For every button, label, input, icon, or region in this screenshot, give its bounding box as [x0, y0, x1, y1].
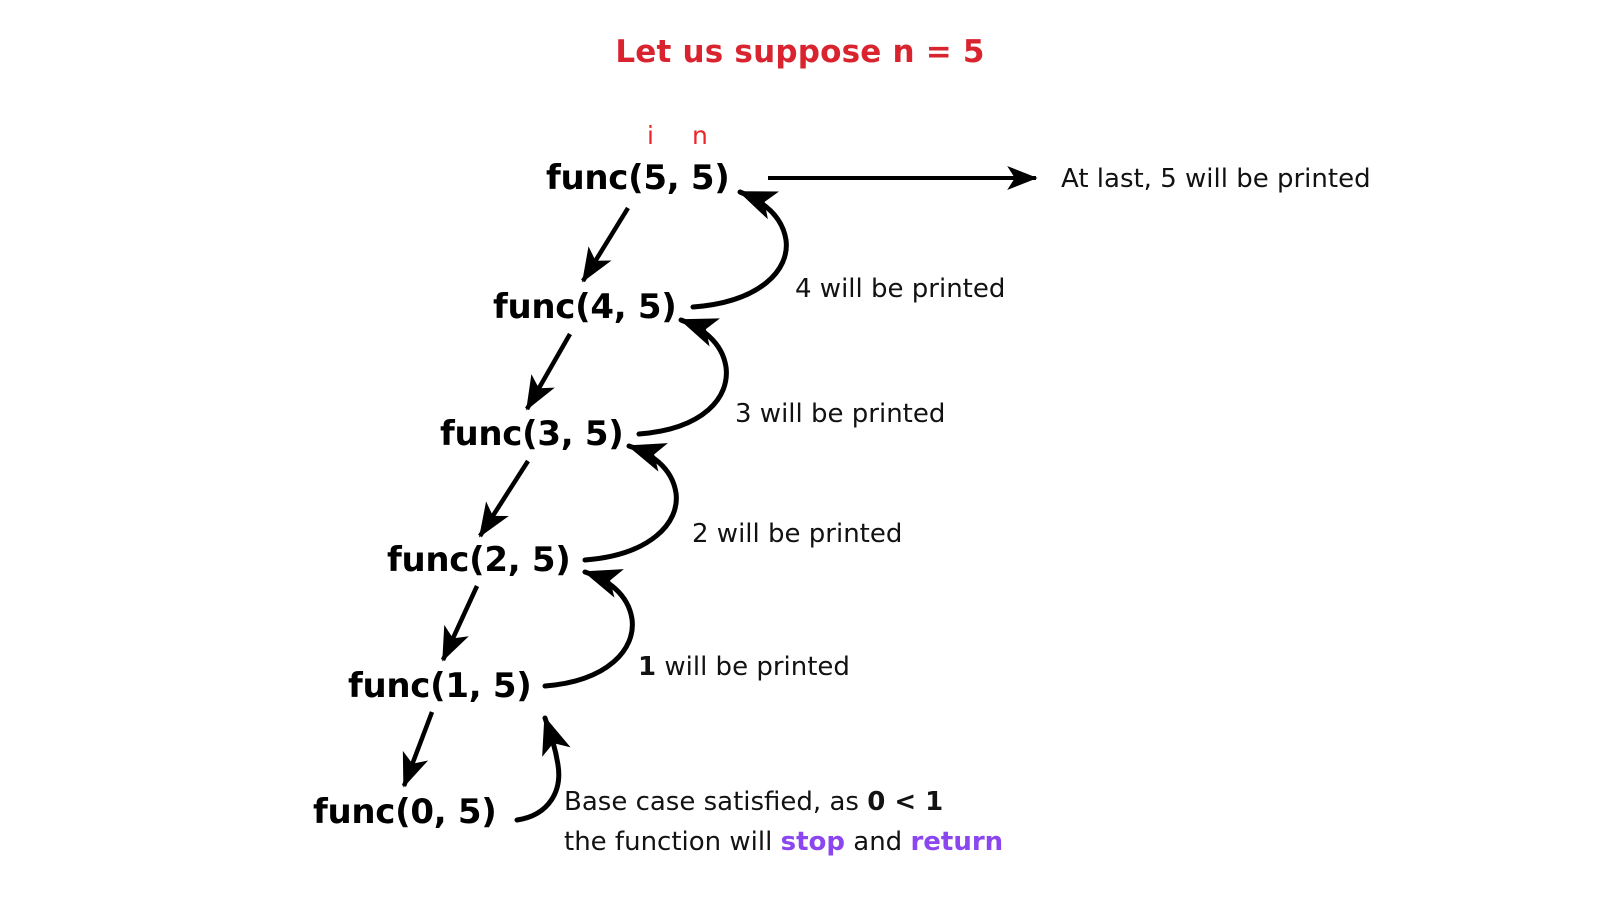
arrow-return-4-to-5 [690, 189, 789, 310]
keyword-stop: stop [780, 827, 845, 857]
base-case-line-1: Base case satisfied, as 0 < 1 [564, 782, 1003, 822]
arrow-call-2-to-1 [440, 585, 480, 662]
arrow-call-4-to-3 [525, 332, 572, 411]
arrow-return-0-to-1 [514, 715, 571, 823]
arrow-call-3-to-2 [478, 459, 530, 538]
annotation-at-last-printed: At last, 5 will be printed [1061, 164, 1371, 194]
node-func-1-5: func(1, 5) [348, 666, 532, 706]
arrow-call-1-to-0 [401, 711, 435, 788]
annotation-return-2: 2 will be printed [692, 519, 903, 549]
node-func-3-5: func(3, 5) [440, 414, 624, 454]
node-func-2-5: func(2, 5) [387, 540, 571, 580]
keyword-return: return [910, 827, 1004, 857]
annotation-return-1-rest: will be printed [656, 652, 850, 682]
annotation-return-4: 4 will be printed [795, 274, 1006, 304]
base-case-line-1-prefix: Base case satisfied, as [564, 787, 868, 817]
base-case-condition: 0 < 1 [867, 787, 944, 817]
param-label-i: i [647, 121, 654, 150]
annotation-return-1-number: 1 [638, 652, 657, 682]
arrow-return-3-to-4 [636, 317, 729, 437]
base-case-line-2: the function will stop and return [564, 822, 1003, 862]
page-title: Let us suppose n = 5 [615, 34, 985, 70]
node-func-5-5: func(5, 5) [546, 158, 730, 198]
annotation-return-3: 3 will be printed [735, 399, 946, 429]
param-label-n: n [692, 121, 708, 150]
arrow-return-1-to-2 [542, 569, 635, 689]
arrow-return-2-to-3 [582, 443, 679, 563]
base-case-line-2-middle: and [845, 827, 911, 857]
base-case-note: Base case satisfied, as 0 < 1 the functi… [564, 782, 1003, 862]
base-case-line-2-prefix: the function will [564, 827, 781, 857]
node-func-0-5: func(0, 5) [313, 792, 497, 832]
annotation-return-1: 1 will be printed [638, 654, 850, 680]
node-func-4-5: func(4, 5) [493, 287, 677, 327]
arrow-call-5-to-4 [581, 206, 630, 283]
